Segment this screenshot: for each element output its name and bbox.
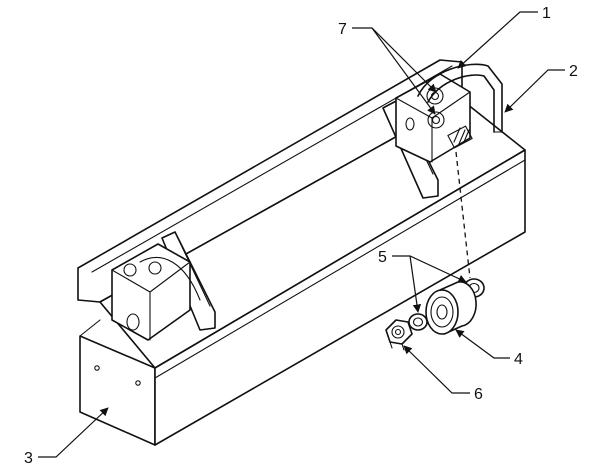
left-clamp-block	[111, 243, 191, 341]
leader-1	[457, 11, 538, 69]
left-bolt-head	[148, 261, 162, 275]
left-mount	[111, 231, 216, 341]
left-block-hole	[126, 313, 140, 331]
callout-5: 5	[378, 249, 387, 266]
callout-leaders	[38, 11, 565, 458]
washer-lower	[408, 313, 428, 331]
callout-2: 2	[569, 63, 578, 80]
flange-nut	[385, 319, 413, 351]
roller	[425, 281, 477, 335]
mounting-hole	[94, 365, 100, 371]
right-block-hole	[405, 117, 415, 131]
mounting-hole	[135, 380, 141, 386]
assembly-axis	[455, 151, 471, 279]
callout-6: 6	[474, 386, 483, 403]
left-bolt-head	[123, 263, 137, 277]
leader-2	[504, 69, 565, 113]
callout-4: 4	[514, 351, 523, 368]
bracket-front-lip	[154, 149, 526, 446]
callout-7: 7	[338, 21, 347, 38]
callout-3: 3	[24, 450, 33, 467]
right-mount	[382, 63, 503, 199]
callout-1: 1	[542, 5, 551, 22]
leader-6	[403, 345, 470, 394]
threaded-stud	[447, 125, 473, 149]
leader-4	[455, 329, 510, 359]
leader-3	[38, 407, 109, 458]
hex-nut	[427, 111, 445, 129]
